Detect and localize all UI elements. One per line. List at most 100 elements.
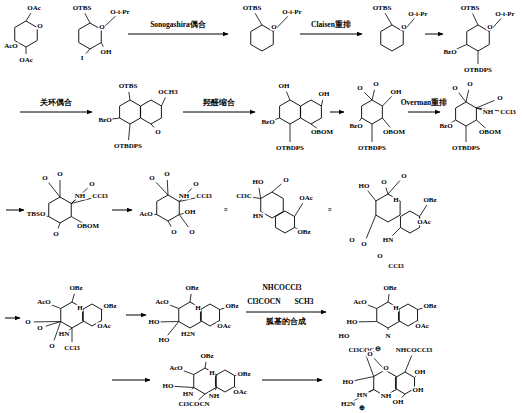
atom-label: OTBS: [372, 5, 393, 12]
atom-label: NH: [482, 109, 495, 116]
bond-line: [192, 388, 194, 390]
atom-label: OBz: [236, 371, 251, 378]
atom-label: O: [154, 129, 161, 136]
bond-line: [272, 184, 281, 192]
atom-label: I: [80, 55, 85, 62]
bond-line: [358, 321, 377, 322]
atom-label: NH: [74, 193, 87, 200]
atom-label: HO: [358, 183, 371, 190]
atom-label: CCl3: [195, 193, 213, 200]
bond-line: [60, 180, 61, 197]
atom-label: OBz: [422, 303, 437, 310]
ring-skeleton: [362, 100, 383, 124]
bond-line: [366, 215, 376, 238]
atom-label: OBz: [184, 285, 199, 292]
bond-line: [46, 322, 61, 327]
atom-label: O: [163, 171, 170, 178]
bond-line: [72, 294, 74, 302]
atom-label: OTBS: [72, 5, 93, 12]
reaction-arrow: [112, 210, 132, 211]
atom-label: OBOM: [478, 129, 502, 136]
bond-line: [388, 328, 389, 330]
atom-label: OBz: [102, 303, 117, 310]
atom-label: O: [41, 175, 48, 182]
atom-label: OH: [184, 209, 197, 216]
reaction-arrow: [330, 112, 344, 113]
bond-line: [466, 90, 469, 102]
atom-label: OAc: [414, 323, 430, 330]
bond-line: [388, 294, 389, 302]
bond-line: [86, 49, 90, 54]
bond-line: [190, 294, 191, 302]
ring-skeleton: [61, 302, 84, 328]
atom-label: AcO: [3, 43, 19, 50]
atom-label: O: [496, 95, 503, 102]
bond-line: [290, 124, 291, 142]
bond-line: [459, 93, 466, 102]
atom-label: OBz: [296, 229, 311, 236]
bond-line: [382, 96, 391, 106]
symbol-label: ≡: [327, 207, 333, 214]
atom-label: CCl3: [63, 345, 81, 352]
bond-line: [473, 13, 478, 25]
atom-label: OH: [412, 387, 425, 394]
ring-skeleton: [377, 302, 400, 328]
bond-line: [364, 92, 372, 100]
ring-skeleton: [301, 100, 322, 124]
atom-label: NH: [178, 193, 191, 200]
bond-line: [168, 221, 171, 227]
atom-label: AcO: [36, 299, 52, 306]
bond-line: [26, 47, 27, 54]
bond-line: [198, 394, 205, 400]
atom-label: OBz: [224, 303, 239, 310]
reaction-condition: NHCOCCl3: [261, 284, 302, 292]
atom-label: N: [384, 333, 391, 340]
bond-line: [129, 124, 130, 140]
bond-line: [101, 43, 103, 47]
atom-label: AcO: [138, 211, 154, 218]
atom-label: OH: [392, 399, 405, 406]
atom-label: HO: [346, 319, 359, 326]
atom-label: BzO: [260, 119, 275, 126]
bond-line: [415, 376, 416, 377]
atom-label: O: [48, 343, 55, 350]
symbol-label: ⊕: [358, 404, 366, 411]
atom-label: H: [76, 305, 83, 312]
ring-skeleton: [157, 195, 180, 221]
atom-label: Cl3COCN: [177, 401, 210, 408]
atom-label: CCl3: [499, 109, 517, 116]
ring-skeleton: [280, 100, 301, 124]
bond-line: [466, 126, 467, 142]
bond-line: [295, 203, 303, 216]
reaction-condition: Claisen重排: [310, 21, 352, 29]
bond-line: [388, 180, 400, 194]
reaction-condition: 羟醛缩合: [202, 99, 236, 107]
bond-line: [205, 362, 206, 368]
atom-label: CCl3: [387, 263, 405, 270]
bond-line: [386, 188, 388, 194]
symbol-label: ≡: [223, 207, 229, 214]
reaction-arrow: [6, 210, 24, 211]
atom-label: O: [282, 177, 289, 184]
atom-label: TBSO: [26, 211, 47, 218]
bond-line: [168, 322, 179, 336]
atom-label: O: [356, 85, 363, 92]
atom-label: BzO: [348, 123, 363, 130]
atom-label: O: [52, 231, 59, 238]
atom-label: AcO: [352, 299, 368, 306]
bond-line: [478, 51, 479, 64]
atom-label: NH: [380, 393, 393, 400]
bond-line: [215, 388, 217, 391]
atom-label: OAc: [18, 57, 34, 64]
atom-label: OTBDPS: [357, 145, 387, 152]
bond-line: [255, 13, 262, 25]
atom-label: O: [56, 171, 63, 178]
reaction-condition: Cl3COCN: [246, 298, 281, 306]
atom-label: OAc: [416, 219, 432, 226]
bond-line: [26, 13, 31, 21]
atom-label: OAc: [26, 5, 42, 12]
bond-line: [353, 390, 374, 402]
ring-skeleton: [456, 102, 477, 126]
bond-line: [476, 100, 494, 108]
